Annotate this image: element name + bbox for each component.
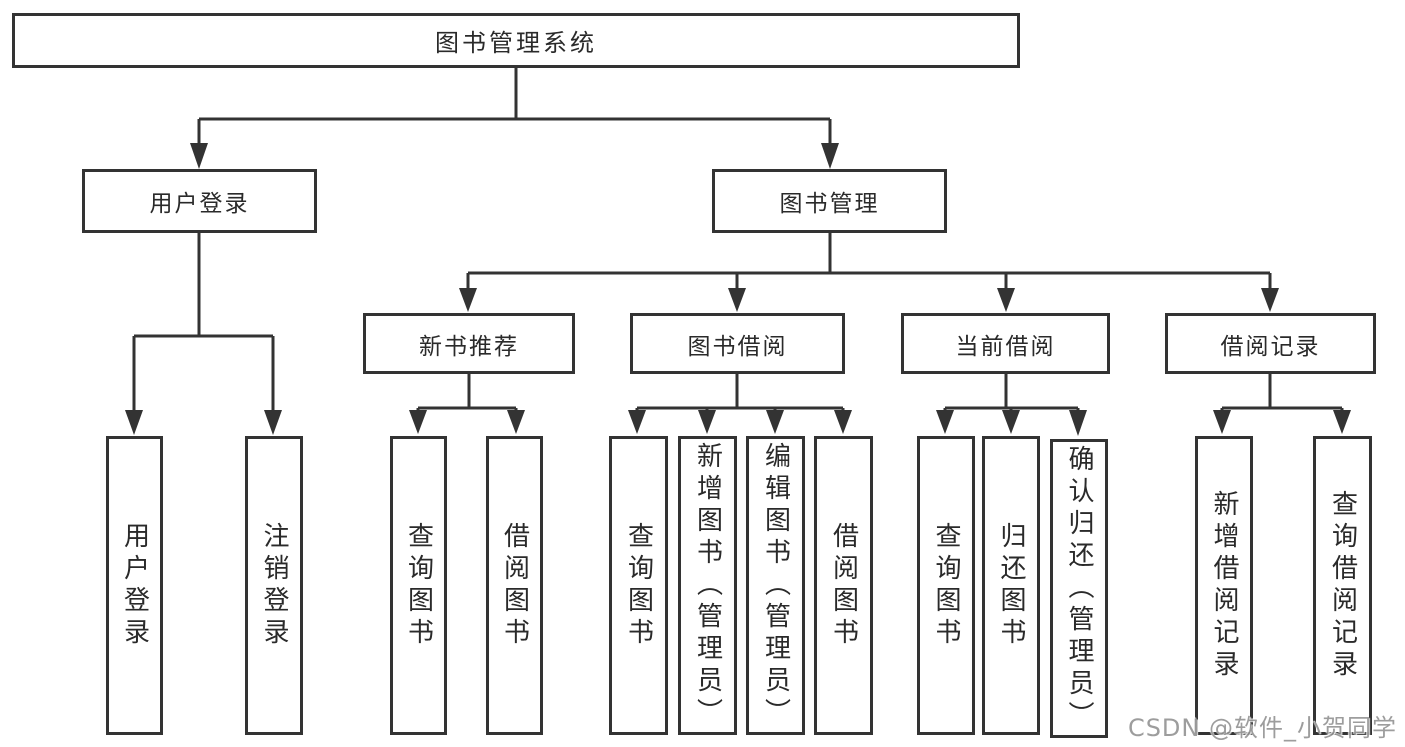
- connector-user-login-children: [125, 232, 282, 435]
- node-borrow-books-recommend: 借阅图书: [486, 436, 543, 735]
- node-label: 图书管理: [779, 191, 880, 217]
- node-add-borrow-record: 新增借阅记录: [1195, 436, 1253, 735]
- node-borrow-books: 借阅图书: [814, 436, 873, 735]
- node-label: 新书推荐: [419, 333, 519, 360]
- node-edit-books-admin: 编辑图书（管理员）: [746, 436, 805, 735]
- node-add-books-admin: 新增图书（管理员）: [678, 436, 737, 735]
- node-borrowing-records: 借阅记录: [1165, 313, 1376, 374]
- node-label: 借阅图书: [828, 521, 859, 650]
- node-label: 确认归还（管理员）: [1064, 444, 1094, 733]
- node-library-system: 图书管理系统: [12, 13, 1020, 68]
- node-user-login-group: 用户登录: [82, 169, 317, 233]
- connector-current-borrow-children: [936, 372, 1087, 436]
- node-label: 查询图书: [403, 521, 434, 650]
- connector-new-book-children: [409, 372, 525, 434]
- node-logout: 注销登录: [245, 436, 303, 735]
- csdn-watermark: CSDN @软件_小贺同学: [1127, 714, 1397, 742]
- node-label: 查询图书: [623, 521, 654, 650]
- node-query-books-borrow: 查询图书: [609, 436, 668, 735]
- node-label: 用户登录: [149, 191, 250, 217]
- node-book-borrowing: 图书借阅: [630, 313, 845, 374]
- node-label: 借阅图书: [499, 521, 530, 650]
- connector-borrow-records-children: [1213, 372, 1351, 434]
- node-label: 归还图书: [996, 521, 1026, 650]
- node-label: 图书借阅: [687, 333, 788, 360]
- node-label: 查询图书: [931, 521, 961, 650]
- connector-book-mgmt-sections: [459, 232, 1279, 312]
- node-query-borrow-record: 查询借阅记录: [1313, 436, 1372, 735]
- node-confirm-return-admin: 确认归还（管理员）: [1050, 439, 1108, 738]
- node-new-book-recommend: 新书推荐: [363, 313, 575, 374]
- node-label: 图书管理系统: [435, 29, 597, 57]
- node-label: 当前借阅: [955, 333, 1056, 360]
- node-label: 新增借阅记录: [1209, 489, 1239, 682]
- connector-book-borrow-children: [628, 372, 852, 434]
- connector-root-to-level2: [190, 66, 839, 169]
- node-query-books-current: 查询图书: [917, 436, 975, 735]
- node-user-login-leaf: 用户登录: [106, 436, 163, 735]
- node-query-books-recommend: 查询图书: [390, 436, 447, 735]
- node-label: 用户登录: [119, 521, 150, 650]
- node-label: 借阅记录: [1220, 333, 1321, 360]
- node-book-management: 图书管理: [712, 169, 947, 233]
- node-return-books: 归还图书: [982, 436, 1040, 735]
- node-label: 注销登录: [259, 521, 289, 650]
- node-current-borrowing: 当前借阅: [901, 313, 1110, 374]
- node-label: 新增图书（管理员）: [692, 441, 723, 730]
- node-label: 查询借阅记录: [1327, 489, 1358, 682]
- node-label: 编辑图书（管理员）: [760, 441, 791, 730]
